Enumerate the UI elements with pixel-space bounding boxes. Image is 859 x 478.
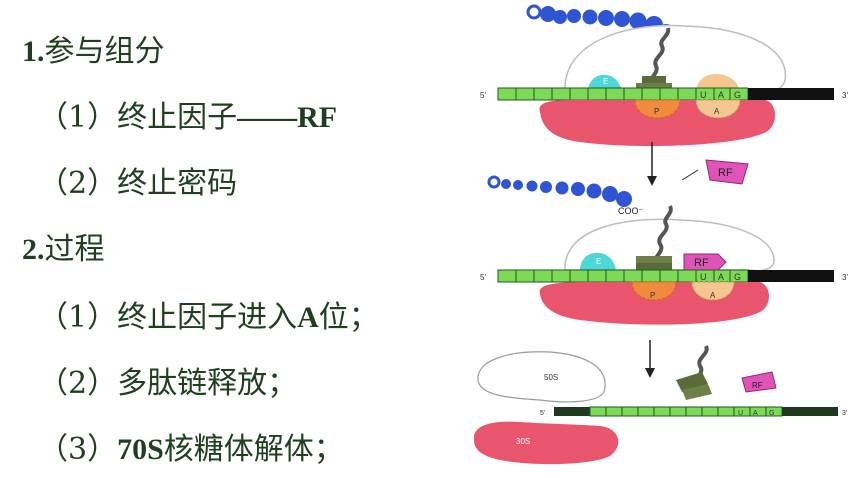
polypeptide-chain-2: COO⁻ xyxy=(487,175,644,216)
panel-3: 50S RF 5' 3' U A G xyxy=(473,345,847,465)
step-peptide-release: （2）多肽链释放； xyxy=(38,358,297,402)
heading-components: 1.参与组分 xyxy=(22,26,165,70)
five-prime-label-3: 5' xyxy=(540,410,545,417)
item-release-factor: （1）终止因子——RF xyxy=(38,92,337,136)
codon-u: U xyxy=(700,90,707,100)
step-70s: 70S xyxy=(117,433,164,466)
termination-diagram: E 5' 3' U A G P xyxy=(473,4,848,465)
heading-process: 2.过程 xyxy=(22,224,105,268)
site-e-label: E xyxy=(603,77,608,86)
heading-text: 参与组分 xyxy=(44,34,165,69)
codon-a-2: A xyxy=(718,272,724,282)
item-rf: RF xyxy=(297,101,338,134)
step-text-end: 位； xyxy=(318,300,379,335)
step-text-end: 核糖体解体； xyxy=(163,432,344,467)
step-a: A xyxy=(297,301,319,334)
label-30s: 30S xyxy=(516,437,530,446)
site-e-2 xyxy=(580,252,616,270)
step-text: （2）多肽链释放； xyxy=(38,366,298,401)
heading-number: 2. xyxy=(22,233,45,266)
coo-label: COO⁻ xyxy=(618,206,644,216)
panel-2: E RF 5' 3' U A G xyxy=(480,205,848,325)
released-trna xyxy=(676,345,712,400)
item-dash: —— xyxy=(237,101,298,134)
five-prime-label-2: 5' xyxy=(480,273,486,282)
site-a-label: A xyxy=(714,107,720,116)
step-ribosome-dissociation: （3）70S核糖体解体； xyxy=(38,424,344,468)
site-a-label-2: A xyxy=(710,291,716,300)
three-prime-label-2: 3' xyxy=(842,273,848,282)
mrna-strand-2 xyxy=(497,269,834,283)
release-factor-bound: RF xyxy=(683,253,727,272)
heading-text: 过程 xyxy=(44,232,105,267)
item-text: （1）终止因子 xyxy=(38,100,238,135)
item-text: （2）终止密码 xyxy=(38,166,238,201)
codon-g-2: G xyxy=(734,272,741,282)
small-subunit-30s xyxy=(473,421,619,465)
five-prime-label: 5' xyxy=(480,91,486,100)
release-factor-released: RF xyxy=(741,371,777,393)
codon-u-2: U xyxy=(700,272,707,282)
codon-a: A xyxy=(718,90,724,100)
mrna-strand-3 xyxy=(554,406,838,417)
codon-g-3: G xyxy=(769,410,774,417)
large-subunit-50s xyxy=(477,351,606,403)
arrow-1 xyxy=(647,142,699,186)
trna-helix-2 xyxy=(652,205,673,268)
rf-label-3: RF xyxy=(752,381,763,390)
label-50s: 50S xyxy=(544,373,558,382)
step-enter-a-site: （1）终止因子进入A位； xyxy=(38,292,379,336)
arrow-2 xyxy=(645,340,655,378)
three-prime-label-3: 3' xyxy=(842,410,847,417)
codon-g: G xyxy=(734,90,741,100)
step-text: （1）终止因子进入 xyxy=(38,300,298,335)
site-p-label: P xyxy=(654,107,659,116)
step-text: （3） xyxy=(38,432,118,467)
site-e-label-2: E xyxy=(596,257,601,266)
rf-label-2: RF xyxy=(694,257,709,269)
mrna-strand xyxy=(497,87,834,101)
release-factor-free: RF xyxy=(705,159,749,185)
site-p-label-2: P xyxy=(650,291,655,300)
codon-u-3: U xyxy=(738,410,743,417)
three-prime-label: 3' xyxy=(842,91,848,100)
rf-label-1: RF xyxy=(718,167,733,179)
codon-a-3: A xyxy=(753,410,758,417)
item-stop-codon: （2）终止密码 xyxy=(38,158,237,202)
panel-1: E 5' 3' U A G P xyxy=(480,4,848,147)
heading-number: 1. xyxy=(22,35,45,68)
